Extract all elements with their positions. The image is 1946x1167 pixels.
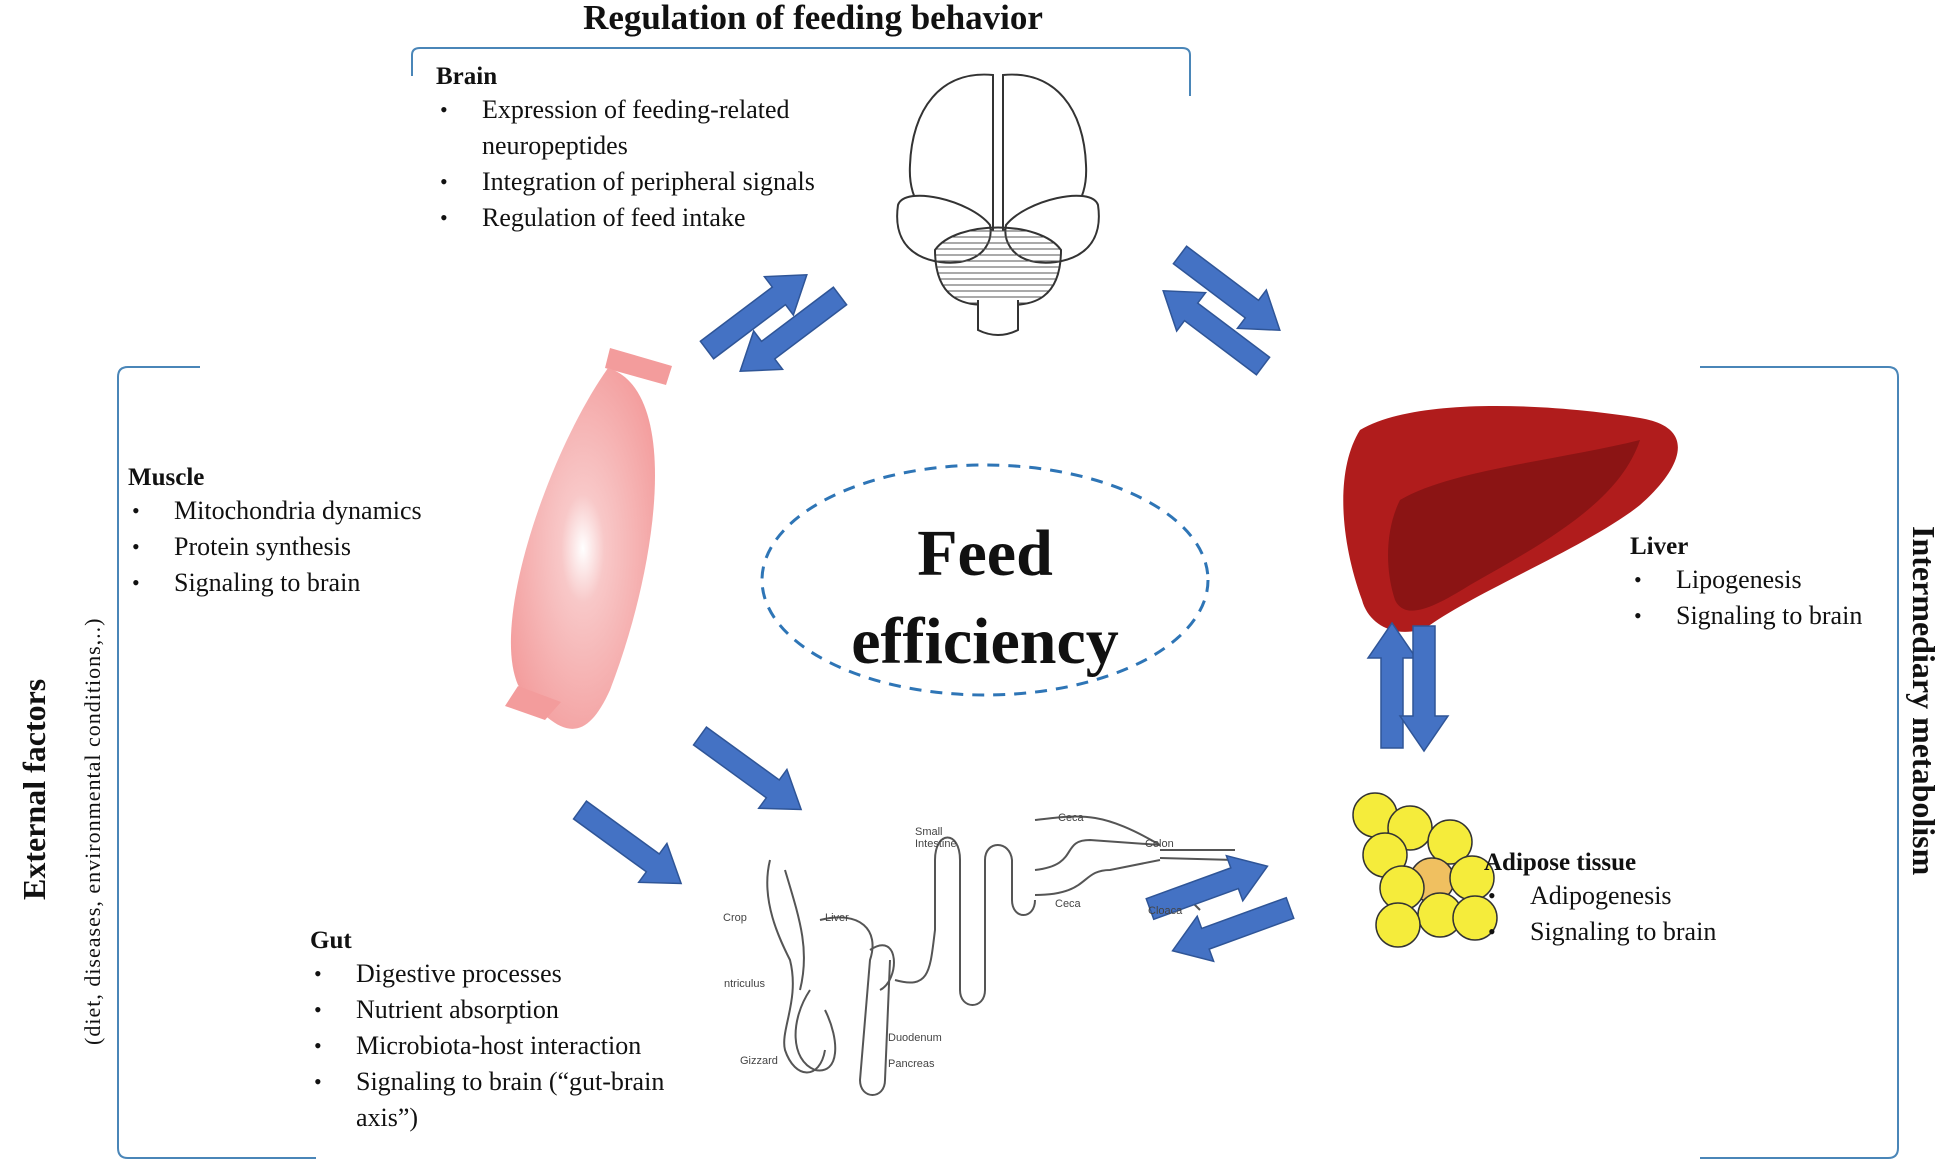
gut-section: Gut Digestive processes Nutrient absorpt…	[310, 926, 730, 1136]
gut-label-cloaca: Cloaca	[1148, 905, 1183, 917]
gut-title: Gut	[310, 927, 352, 954]
bracket-left	[117, 366, 316, 1159]
adipose-item: Adipogenesis	[1484, 878, 1716, 914]
gut-label-colon: Colon	[1145, 838, 1174, 850]
gut-label-small-intestine: Small Intestine	[915, 826, 957, 850]
center-line1: Feed	[917, 517, 1053, 590]
brain-item: Integration of peripheral signals	[436, 164, 876, 200]
gut-label-ventriculus: ntriculus	[724, 978, 765, 990]
left-side-title: External factors	[16, 678, 52, 900]
gut-label-gizzard: Gizzard	[740, 1055, 778, 1067]
bracket-top	[411, 47, 1191, 96]
gut-label-ceca-bottom: Ceca	[1055, 898, 1081, 910]
bracket-right	[1700, 366, 1899, 1159]
muscle-item: Protein synthesis	[128, 529, 422, 565]
gut-label-ceca-top: Ceca	[1058, 812, 1084, 824]
gut-item: Microbiota-host interaction	[310, 1028, 730, 1064]
center-label: Feed efficiency	[785, 510, 1185, 686]
right-side-title: Intermediary metabolism	[1906, 526, 1942, 876]
muscle-section: Muscle Mitochondria dynamics Protein syn…	[128, 463, 422, 601]
muscle-item: Signaling to brain	[128, 565, 422, 601]
gut-item: Nutrient absorption	[310, 992, 730, 1028]
liver-section: Liver Lipogenesis Signaling to brain	[1630, 532, 1862, 634]
brain-title: Brain	[436, 63, 498, 90]
liver-title: Liver	[1630, 533, 1689, 560]
adipose-icon	[1352, 792, 1498, 948]
page-title: Regulation of feeding behavior	[583, 0, 1043, 37]
gut-label-pancreas: Pancreas	[888, 1058, 935, 1070]
gut-item: Digestive processes	[310, 956, 730, 992]
gut-item: Signaling to brain (“gut-brain axis”)	[310, 1064, 730, 1136]
brain-icon	[896, 73, 1100, 336]
adipose-item: Signaling to brain	[1484, 914, 1716, 950]
brain-item: Expression of feeding-related neuropepti…	[436, 92, 876, 164]
center-line2: efficiency	[851, 605, 1119, 678]
center-ellipse	[760, 463, 1210, 697]
gut-label-duodenum: Duodenum	[888, 1032, 942, 1044]
liver-item: Signaling to brain	[1630, 598, 1862, 634]
gut-icon	[766, 815, 1236, 1096]
brain-section: Brain Expression of feeding-related neur…	[436, 62, 876, 236]
brain-item: Regulation of feed intake	[436, 200, 876, 236]
liver-item: Lipogenesis	[1630, 562, 1862, 598]
left-side-subtitle: (diet, diseases, environmental condition…	[80, 617, 105, 1045]
adipose-title: Adipose tissue	[1484, 849, 1637, 876]
gut-label-crop: Crop	[723, 912, 747, 924]
muscle-icon	[505, 348, 672, 729]
adipose-section: Adipose tissue Adipogenesis Signaling to…	[1484, 848, 1716, 950]
muscle-item: Mitochondria dynamics	[128, 493, 422, 529]
gut-label-liver: Liver	[825, 912, 849, 924]
liver-icon	[1343, 405, 1678, 632]
muscle-title: Muscle	[128, 464, 205, 491]
